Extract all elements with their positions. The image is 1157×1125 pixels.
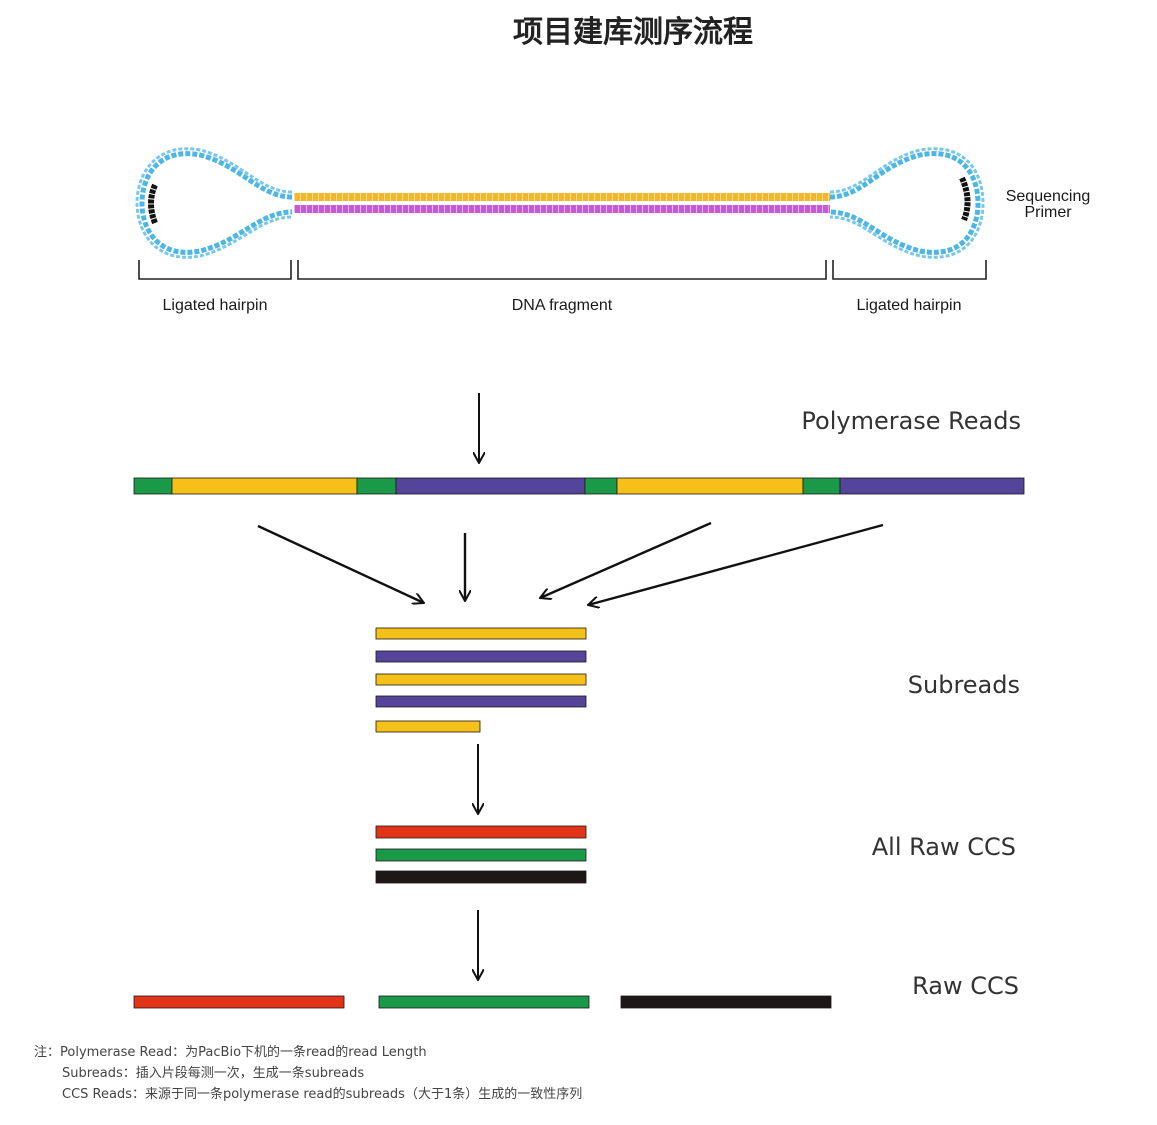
subreads-stack <box>375 627 587 733</box>
dna-fragment-label: DNA fragment <box>512 297 613 314</box>
dna-top-strand <box>294 193 830 201</box>
subreads-label: Subreads <box>908 671 1020 699</box>
all-raw-ccs-bar-green <box>375 848 587 862</box>
polymerase-segment-yellow <box>616 477 804 495</box>
arrow-subread-3 <box>540 521 712 598</box>
polymerase-segment-green <box>584 477 618 495</box>
note-subreads: Subreads：插入片段每测一次，生成一条subreads <box>62 1066 365 1081</box>
left-primer-mark <box>148 183 158 225</box>
all-raw-ccs-bar-black <box>375 870 587 884</box>
left-hairpin-loop <box>135 147 293 259</box>
polymerase-segment-purple <box>395 477 586 495</box>
smrtbell-molecule <box>135 147 985 259</box>
subread-bar-yellow <box>375 673 587 686</box>
subread-bar-purple <box>375 650 587 663</box>
polymerase-reads-label: Polymerase Reads <box>801 407 1021 435</box>
subread-bar-purple <box>375 695 587 708</box>
raw-ccs-label: Raw CCS <box>912 972 1019 1000</box>
dna-bottom-strand <box>294 205 830 213</box>
polymerase-segment-green <box>133 477 173 495</box>
raw-ccs-bar-red <box>133 995 345 1009</box>
all-raw-ccs-stack <box>375 825 587 884</box>
polymerase-segment-yellow <box>171 477 358 495</box>
raw-ccs-row <box>133 995 832 1009</box>
raw-ccs-bar-green <box>378 995 590 1009</box>
note-ccs-reads: CCS Reads：来源于同一条polymerase read的subreads… <box>62 1087 583 1102</box>
dna-fragment-bracket <box>297 260 827 280</box>
sequencing-primer-label-line1: Sequencing <box>1006 188 1091 205</box>
all-raw-ccs-label: All Raw CCS <box>872 833 1016 861</box>
polymerase-segment-purple <box>839 477 1025 495</box>
polymerase-segment-green <box>356 477 397 495</box>
arrow-subread-1 <box>257 524 424 603</box>
subread-bar-yellow <box>375 627 587 640</box>
all-raw-ccs-bar-red <box>375 825 587 839</box>
subread-bar-yellow <box>375 720 481 733</box>
right-hairpin-bracket <box>832 260 987 280</box>
footnotes: 注：Polymerase Read：为PacBio下机的一条read的read … <box>34 1042 582 1105</box>
right-primer-mark <box>959 176 971 222</box>
polymerase-segment-green <box>802 477 841 495</box>
left-hairpin-label: Ligated hairpin <box>163 297 268 314</box>
page-title: 项目建库测序流程 <box>513 15 753 50</box>
raw-ccs-bar-black <box>620 995 832 1009</box>
right-hairpin-label: Ligated hairpin <box>857 297 962 314</box>
sequencing-primer-label-line2: Primer <box>1024 204 1072 221</box>
left-hairpin-bracket <box>138 260 292 280</box>
right-hairpin-loop <box>829 147 985 259</box>
note-polymerase-read: 注：Polymerase Read：为PacBio下机的一条read的read … <box>34 1045 427 1060</box>
arrow-subread-4 <box>588 523 884 605</box>
polymerase-read-bar <box>133 477 1025 495</box>
